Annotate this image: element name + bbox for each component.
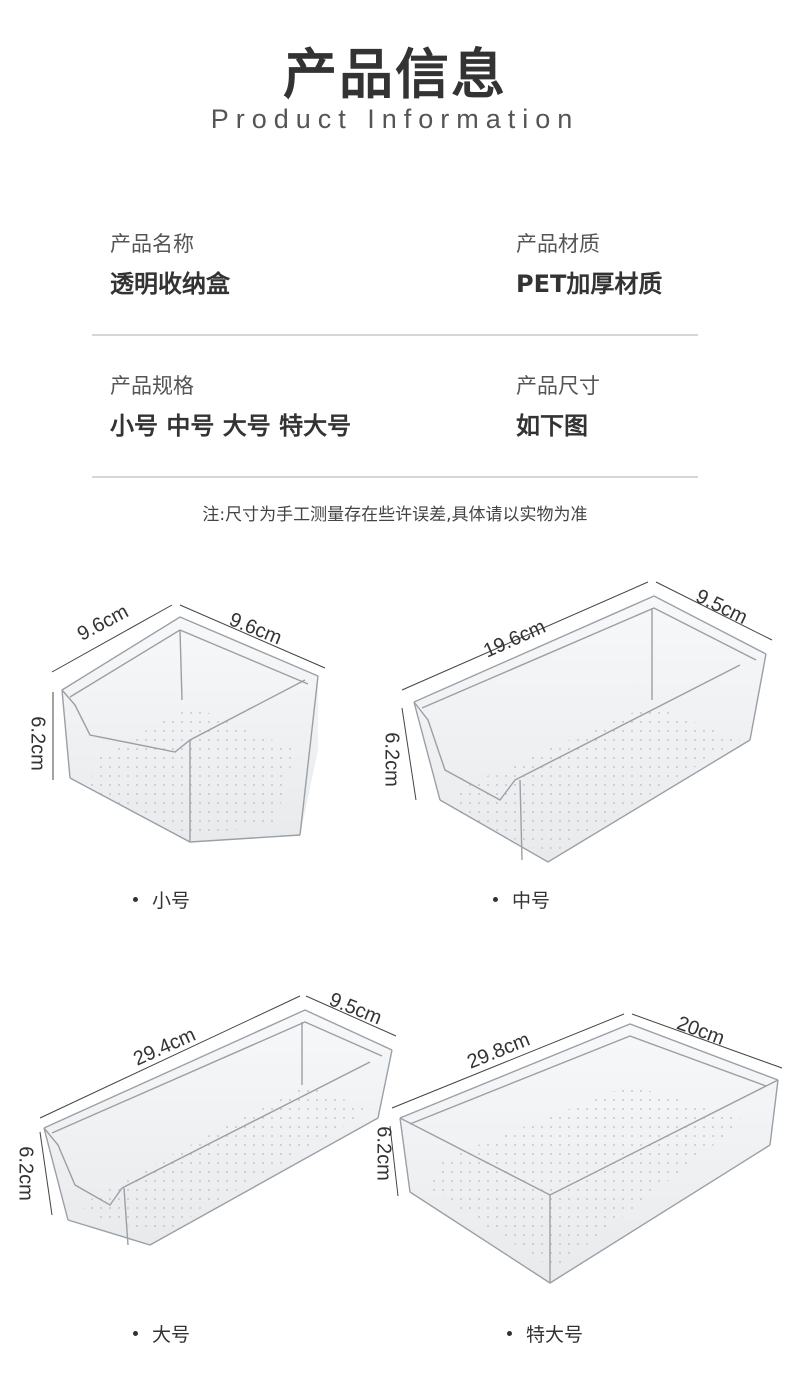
measurement-note: 注:尺寸为手工测量存在些许误差,具体请以实物为准 bbox=[202, 505, 588, 525]
bullet-dot-icon bbox=[133, 897, 138, 902]
caption-medium-text: 中号 bbox=[512, 890, 551, 912]
info-divider-2 bbox=[92, 476, 698, 478]
large-box-dimension-lines bbox=[39, 995, 397, 1216]
small-box-dimension-lines bbox=[51, 604, 326, 780]
large-box-image bbox=[43, 1009, 393, 1246]
bullet-dot-icon bbox=[493, 897, 498, 902]
caption-extra-large: 特大号 bbox=[507, 1320, 583, 1347]
page-subtitle: Product Information bbox=[210, 104, 580, 134]
product-size-value: 如下图 bbox=[516, 412, 588, 440]
medium-box-dimension-lines bbox=[401, 581, 773, 801]
info-divider-1 bbox=[92, 334, 698, 336]
extra-large-height-dimension: 6.2cm bbox=[372, 1126, 395, 1181]
product-material-value: PET加厚材质 bbox=[516, 270, 663, 298]
caption-small-text: 小号 bbox=[152, 890, 191, 912]
product-material-label: 产品材质 bbox=[516, 232, 600, 256]
small-height-dimension: 6.2cm bbox=[26, 716, 49, 771]
extra-large-box-image bbox=[399, 1023, 779, 1284]
product-spec-value: 小号 中号 大号 特大号 bbox=[110, 412, 352, 440]
product-size-label: 产品尺寸 bbox=[516, 374, 600, 398]
medium-height-dimension: 6.2cm bbox=[380, 732, 403, 787]
product-name-value: 透明收纳盒 bbox=[110, 270, 230, 298]
caption-large-text: 大号 bbox=[152, 1324, 191, 1346]
caption-large: 大号 bbox=[133, 1320, 190, 1347]
small-box-image bbox=[61, 616, 319, 843]
caption-small: 小号 bbox=[133, 886, 190, 913]
caption-extra-large-text: 特大号 bbox=[526, 1324, 584, 1346]
product-spec-label: 产品规格 bbox=[110, 374, 194, 398]
extra-large-box-dimension-lines bbox=[389, 1013, 783, 1197]
bullet-dot-icon bbox=[133, 1331, 138, 1336]
caption-medium: 中号 bbox=[493, 886, 550, 913]
product-name-label: 产品名称 bbox=[110, 232, 194, 256]
medium-box-image bbox=[413, 595, 767, 863]
bullet-dot-icon bbox=[507, 1331, 512, 1336]
page-title: 产品信息 bbox=[283, 43, 507, 106]
large-height-dimension: 6.2cm bbox=[14, 1146, 37, 1201]
